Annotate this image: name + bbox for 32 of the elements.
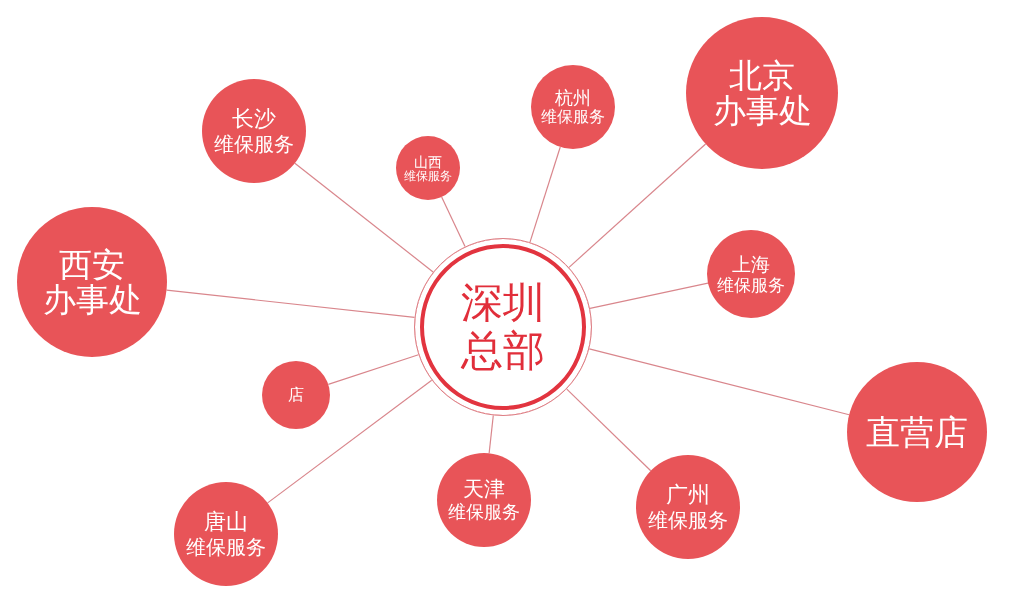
circle-subtitle: 维保服务 <box>214 134 294 154</box>
circle-title: 杭州 <box>555 89 591 107</box>
circle-subtitle: 维保服务 <box>448 503 520 521</box>
circle-subtitle: 办事处 <box>712 94 812 127</box>
circle-subtitle: 维保服务 <box>648 510 728 530</box>
circle-title: 上海 <box>732 254 770 274</box>
connector-line <box>441 196 466 248</box>
circle-title: 北京 <box>729 59 795 92</box>
connector-line <box>566 388 652 472</box>
circle-title: 店 <box>288 387 304 403</box>
connector-line <box>529 146 561 243</box>
connector-line <box>588 348 850 416</box>
circle-title: 直营店 <box>866 415 968 449</box>
connector-line <box>488 414 494 454</box>
circle-subtitle: 维保服务 <box>717 276 785 294</box>
connector-line <box>327 354 420 385</box>
connector-line <box>294 162 434 273</box>
circle-title: 西安 <box>59 248 125 281</box>
connector-line <box>165 289 416 318</box>
circle-title: 长沙 <box>232 108 276 130</box>
circle-subtitle: 维保服务 <box>186 537 266 557</box>
circle-title: 山西 <box>414 154 442 169</box>
circle-subtitle: 办事处 <box>42 283 142 316</box>
circle-subtitle: 总部 <box>461 330 545 372</box>
connector-line <box>568 143 707 268</box>
circle-title: 广州 <box>666 484 710 506</box>
circle-subtitle: 维保服务 <box>404 169 452 182</box>
circle-subtitle: 维保服务 <box>541 109 605 125</box>
connector-line <box>267 379 433 504</box>
circle-title: 深圳 <box>461 282 545 324</box>
circle-title: 天津 <box>463 479 505 500</box>
circle-title: 唐山 <box>204 511 248 533</box>
